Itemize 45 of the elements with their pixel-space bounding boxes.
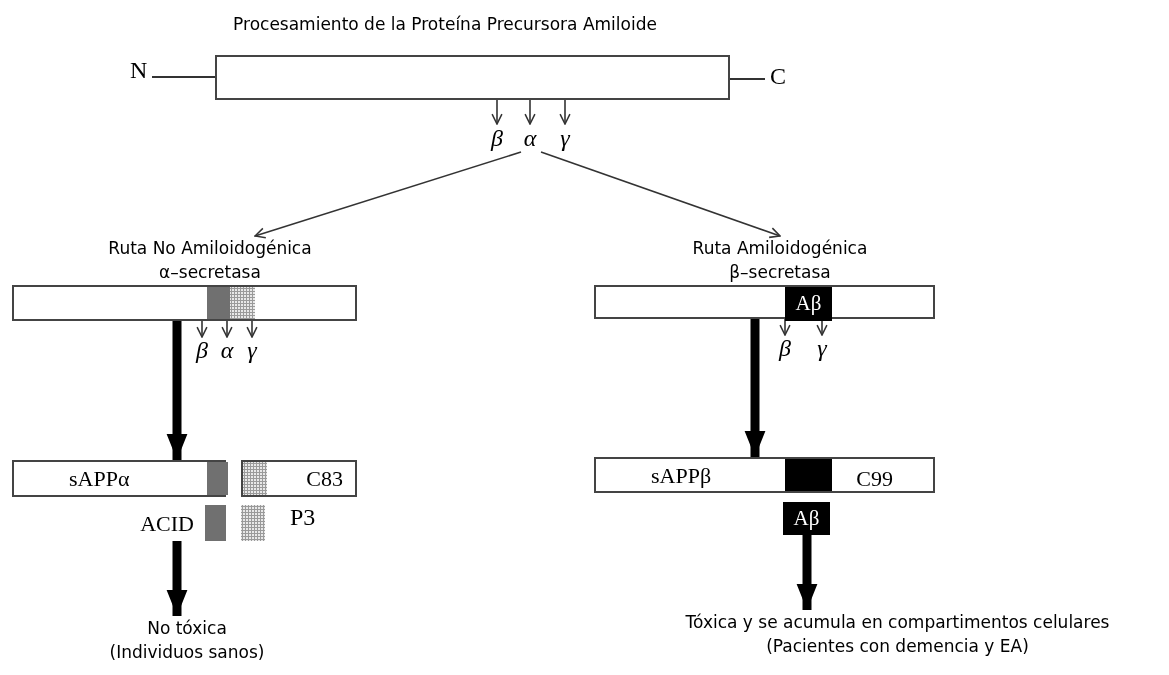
arrow bbox=[796, 535, 818, 610]
cleavage-site-label: γ bbox=[241, 337, 263, 363]
arrow bbox=[559, 99, 571, 125]
protein-bar bbox=[215, 55, 730, 100]
text-subheading: β–secretasa bbox=[729, 261, 831, 284]
protein-bar bbox=[12, 285, 357, 321]
protein-fragment-bar bbox=[594, 457, 935, 493]
arrow bbox=[246, 320, 258, 338]
terminal-label: P3 bbox=[290, 505, 316, 529]
arrow bbox=[491, 99, 503, 125]
fragment-label: sAPPβ bbox=[651, 461, 712, 490]
text-subheading: (Individuos sanos) bbox=[109, 641, 265, 664]
text-heading: Tóxica y se acumula en compartimentos celulares bbox=[685, 611, 1110, 634]
cleavage-site-label: γ bbox=[554, 124, 576, 152]
text-subheading: (Pacientes con demencia y EA) bbox=[766, 635, 1029, 658]
fragment-label: ACID bbox=[118, 505, 194, 541]
fragment-label: C99 bbox=[856, 464, 893, 493]
protein-bar bbox=[594, 285, 935, 319]
arrow bbox=[166, 541, 188, 616]
fragment-label: sAPPα bbox=[69, 465, 130, 493]
terminal-label: C bbox=[770, 64, 786, 88]
amyloid-beta-segment: Aβ bbox=[783, 502, 830, 535]
arrow bbox=[744, 319, 766, 457]
text-subheading: α–secretasa bbox=[159, 261, 261, 284]
amyloid-beta-segment: Aβ bbox=[785, 287, 832, 321]
cleavage-site-label: α bbox=[216, 337, 238, 363]
arrow bbox=[540, 151, 781, 239]
cleavage-site-label: β bbox=[486, 124, 508, 152]
text-heading: Ruta No Amiloidogénica bbox=[108, 237, 312, 260]
cleavage-site-label: β bbox=[774, 335, 796, 361]
arrow bbox=[524, 99, 536, 125]
arrow bbox=[254, 151, 522, 239]
cleavage-site-label: γ bbox=[811, 335, 833, 361]
arrow bbox=[196, 320, 208, 338]
text-heading: No tóxica bbox=[147, 617, 227, 640]
terminal-label: N bbox=[130, 58, 148, 82]
arrow bbox=[221, 320, 233, 338]
fragment-label: C83 bbox=[306, 465, 343, 493]
arrow bbox=[166, 321, 188, 460]
text-heading: Ruta Amiloidogénica bbox=[692, 237, 868, 260]
protein-fragment-bar bbox=[241, 460, 357, 497]
cleavage-site-label: α bbox=[519, 124, 541, 152]
protein-fragment-bar bbox=[12, 460, 226, 497]
cleavage-site-label: β bbox=[191, 337, 213, 363]
diagram-title: Procesamiento de la Proteína Precursora Amiloide bbox=[232, 13, 658, 36]
